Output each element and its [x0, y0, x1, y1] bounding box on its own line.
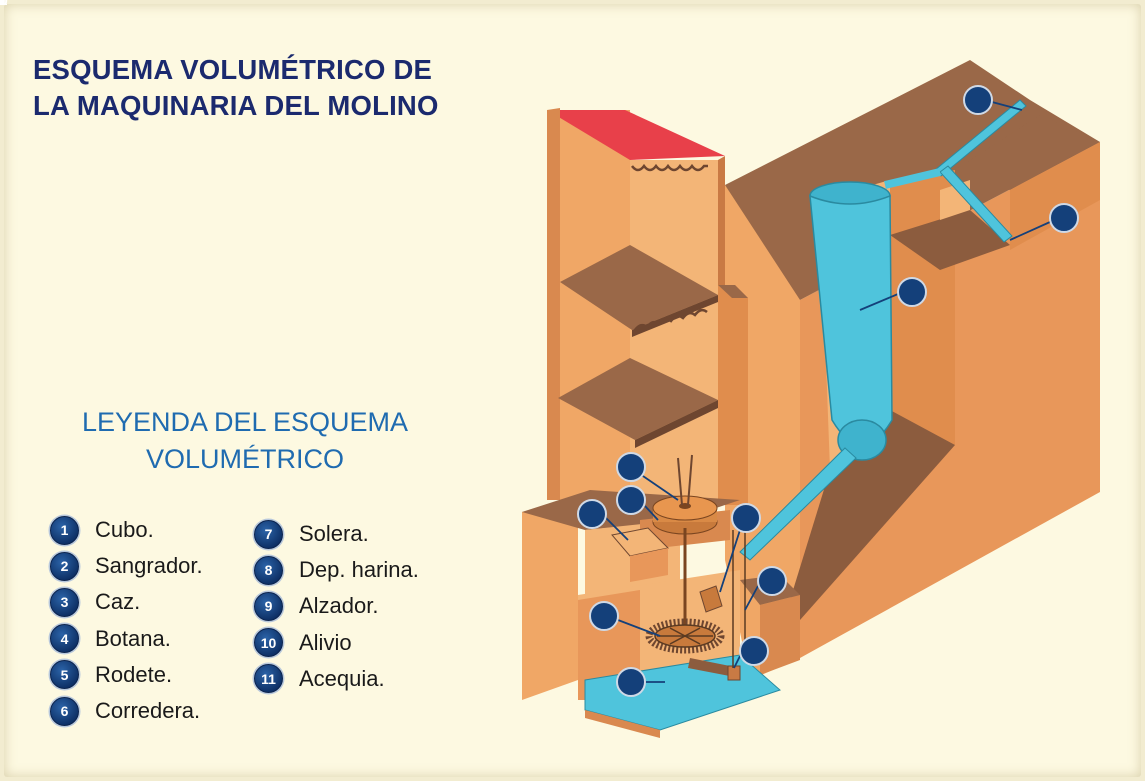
tower-floor-2 [558, 358, 718, 440]
beam-lower [634, 308, 708, 331]
svg-text:3: 3 [0, 0, 4, 8]
legend-title: LEYENDA DEL ESQUEMA VOLUMÉTRICO [81, 407, 409, 474]
tower-roof [547, 110, 725, 160]
legend-number-badge: 9 [254, 591, 283, 621]
room-outer-wall [522, 495, 578, 700]
legend-column-1: 1 Cubo. 2 Sangrador. 3 Caz. 4 Botana. 5 Rodet… [50, 512, 203, 729]
legend-label: Caz. [95, 589, 141, 615]
callout-1: 1 [0, 0, 927, 307]
mill-mechanism [645, 454, 746, 668]
legend-label: Alivio [299, 629, 352, 655]
svg-text:6: 6 [0, 0, 4, 8]
flour-box-inner [630, 548, 668, 582]
svg-text:11: 11 [0, 0, 8, 8]
mill-structure [725, 60, 1100, 680]
inner-floor [790, 410, 955, 620]
svg-text:8: 8 [0, 0, 4, 8]
hopper-rod-1 [677, 457, 683, 506]
tower-pillar [718, 285, 748, 505]
legend-label: Corredera. [95, 698, 201, 724]
svg-text:4: 4 [0, 0, 4, 8]
callout-2: 2 [0, 0, 1079, 233]
lower-channel [688, 658, 740, 678]
legend-number-badge: 4 [50, 624, 79, 654]
legend-column-2: 7 Solera. 8 Dep. harina. 9 Alzador. 10 Alivi… [254, 516, 419, 697]
legend-label: Sangrador. [95, 553, 203, 579]
callout-11: 11 [0, 0, 993, 115]
legend-number-badge: 3 [50, 587, 79, 617]
channel-link [884, 168, 941, 189]
tower-left-wall [547, 108, 560, 500]
legend-number-badge: 11 [254, 664, 283, 694]
legend-item: 6 Corredera. [50, 693, 203, 729]
legend-item: 9 Alzador. [254, 588, 419, 624]
upper-ledge [955, 115, 1100, 190]
tower-floor-2-edge [635, 400, 718, 448]
legend-item: 5 Rodete. [50, 657, 203, 693]
tower-pillar-top [718, 285, 748, 298]
alivio-box [727, 665, 741, 681]
callout-5: 5 [0, 0, 619, 631]
cubo-bottom [837, 419, 887, 461]
legend-label: Alzador. [299, 593, 379, 619]
legend-label: Botana. [95, 625, 171, 651]
legend-number-badge: 10 [254, 628, 283, 658]
terrace-top [890, 210, 1010, 270]
mill-tower [547, 108, 748, 505]
legend-item: 1 Cubo. [50, 512, 203, 548]
legend-item: 2 Sangrador. [50, 548, 203, 584]
callouts: 11 2 1 6 7 8 4 9 5 10 3 [0, 0, 1079, 697]
sangrador-channel [939, 165, 1013, 243]
callout-10: 10 [0, 0, 769, 666]
legend-label: Rodete. [95, 661, 173, 687]
legend-item: 3 Caz. [50, 584, 203, 620]
legend-item: 8 Dep. harina. [254, 552, 419, 588]
svg-text:2: 2 [0, 0, 4, 8]
legend-label: Dep. harina. [299, 557, 419, 583]
diagram-title: ESQUEMA VOLUMÉTRICO DE LA MAQUINARIA DEL… [33, 54, 439, 121]
svg-text:9: 9 [0, 0, 4, 8]
tower-right-wall [718, 156, 725, 295]
legend-number-badge: 1 [50, 515, 79, 545]
beam-upper [631, 163, 708, 172]
lower-step-face [760, 595, 800, 675]
pressure-pipe [739, 447, 857, 561]
callout-7: 7 [0, 0, 646, 515]
nozzle [699, 585, 723, 613]
legend-label: Cubo. [95, 517, 154, 543]
stone-eye [679, 503, 691, 509]
rodete-ring [645, 618, 725, 654]
callout-3: 3 [0, 0, 646, 697]
callout-6: 6 [0, 0, 646, 482]
svg-text:5: 5 [0, 0, 4, 8]
callout-8: 8 [0, 0, 607, 529]
legend-number-badge: 5 [50, 660, 79, 690]
legend-number-badge: 2 [50, 551, 79, 581]
svg-text:1: 1 [0, 0, 4, 8]
legend-number-badge: 6 [50, 696, 79, 726]
legend-number-badge: 8 [254, 555, 283, 585]
caz-edge [585, 710, 660, 738]
svg-text:7: 7 [0, 0, 4, 8]
rodete-spoke-3 [669, 627, 701, 645]
legend-label: Solera. [299, 521, 369, 547]
legend-item: 11 Acequia. [254, 661, 419, 697]
svg-text:10: 10 [0, 0, 8, 8]
legend-number-badge: 7 [254, 519, 283, 549]
callout-4: 4 [0, 0, 761, 533]
tower-floor-1 [560, 245, 718, 330]
callout-9: 9 [0, 0, 787, 596]
legend-item: 10 Alivio [254, 625, 419, 661]
upper-ledge-face [1010, 142, 1100, 250]
legend-item: 4 Botana. [50, 621, 203, 657]
hopper-rod-2 [687, 454, 693, 506]
legend-item: 7 Solera. [254, 516, 419, 552]
legend-label: Acequia. [299, 665, 385, 691]
